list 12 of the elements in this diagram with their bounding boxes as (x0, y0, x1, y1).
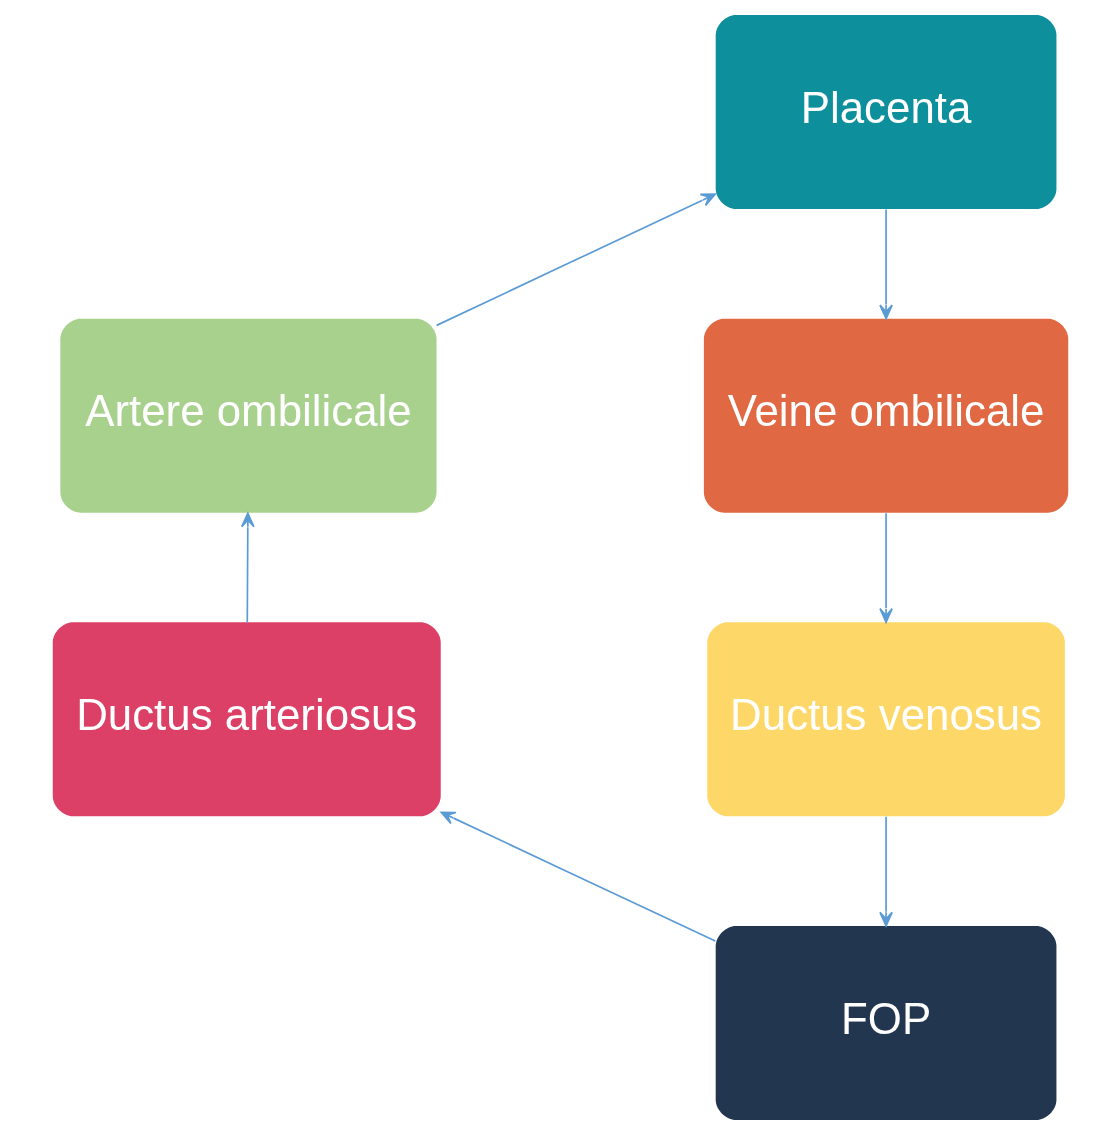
arrow (878, 512, 893, 624)
node-box: Veine ombilicale (703, 318, 1068, 513)
node-box: Placenta (715, 15, 1056, 210)
node-box: Artere ombilicale (59, 318, 436, 513)
arrow (878, 208, 893, 320)
arrow (240, 512, 255, 624)
arrow (435, 193, 716, 327)
arrow (878, 816, 893, 927)
node-box: Ductus arteriosus (52, 622, 441, 817)
node-box: Ductus venosus (706, 622, 1065, 817)
arrow (439, 811, 716, 942)
node-box: FOP (715, 925, 1056, 1120)
